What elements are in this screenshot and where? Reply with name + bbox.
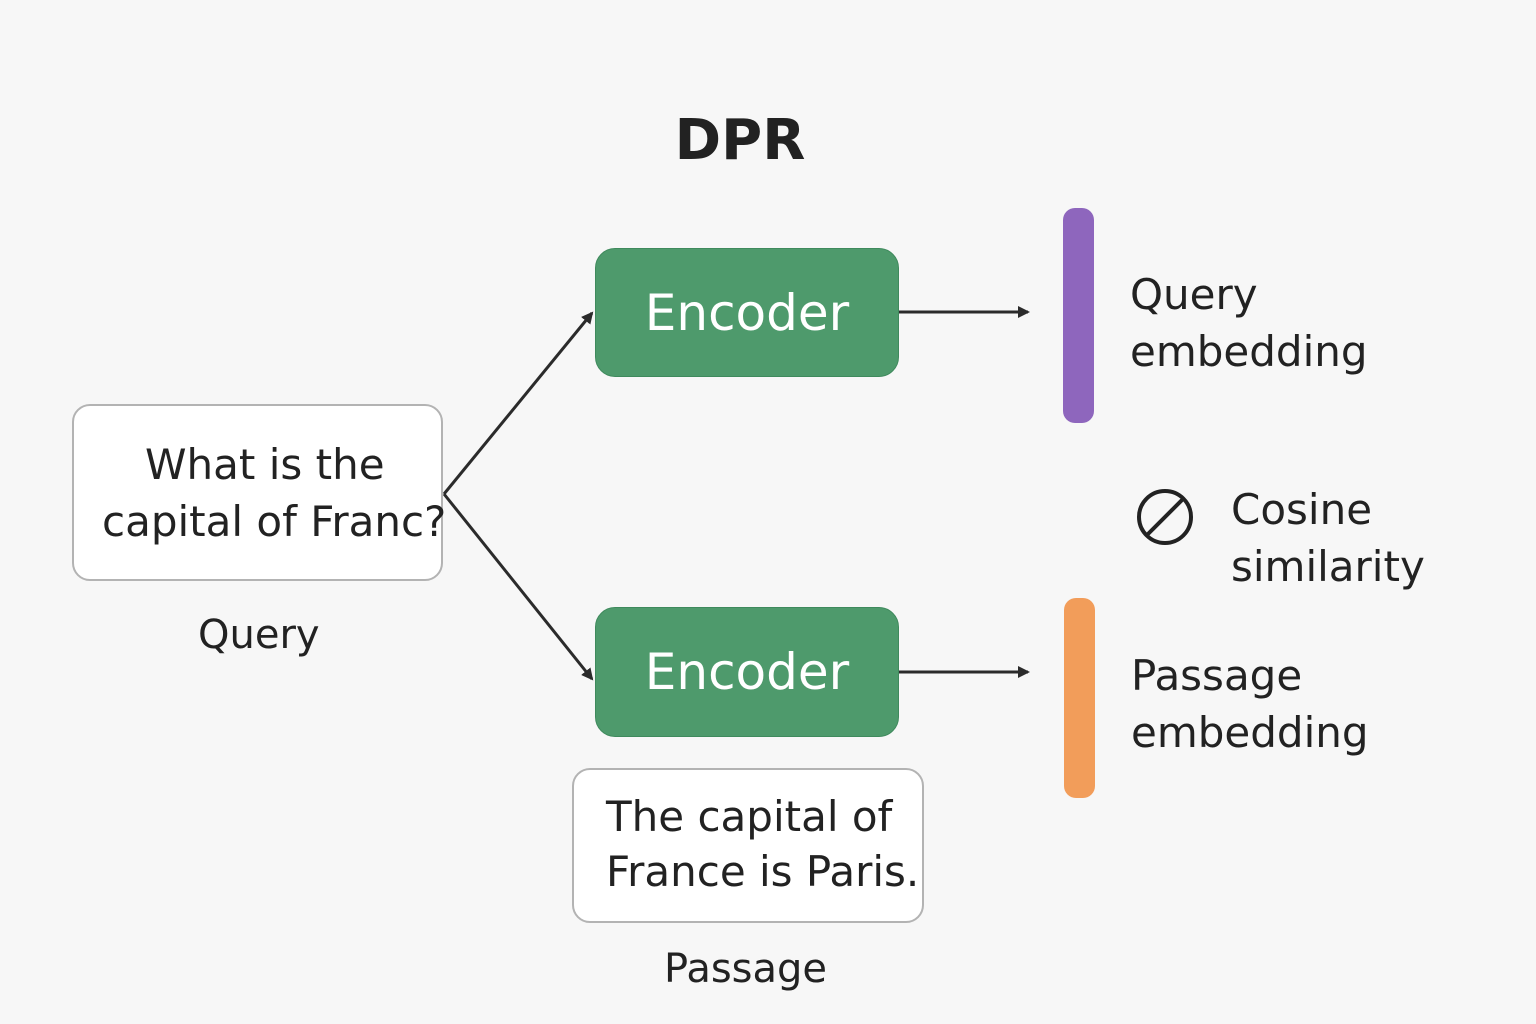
query-embedding-bar [1063,208,1094,423]
passage-encoder-box: Encoder [595,607,899,737]
passage-text-line-1: The capital of [606,792,893,841]
diagram-title: DPR [674,108,806,173]
query-embedding-label-line-2: embedding [1130,327,1368,376]
query-caption: Query [198,612,320,658]
query-text-box [72,404,443,581]
passage-embedding-bar [1064,598,1095,798]
passage-embedding-label-line-1: Passage [1131,651,1303,700]
passage-encoder-label: Encoder [644,643,850,701]
passage-text-box [572,768,924,923]
query-encoder-box: Encoder [595,248,899,377]
passage-embedding-label-line-2: embedding [1131,708,1369,757]
passage-caption: Passage [664,946,828,992]
cosine-similarity-label-line-2: similarity [1231,542,1425,591]
query-embedding-label-line-1: Query [1130,270,1258,319]
query-text-line-1: What is the [145,440,385,489]
query-text-line-2: capital of Franc? [102,497,447,546]
arrow-query-to-bottom-encoder [442,493,594,681]
query-encoder-label: Encoder [644,283,850,342]
passage-text-line-2: France is Paris. [606,847,920,896]
cosine-similarity-label-line-1: Cosine [1231,485,1373,534]
circle-slash-icon [1137,489,1193,545]
arrow-query-to-top-encoder [442,311,594,495]
